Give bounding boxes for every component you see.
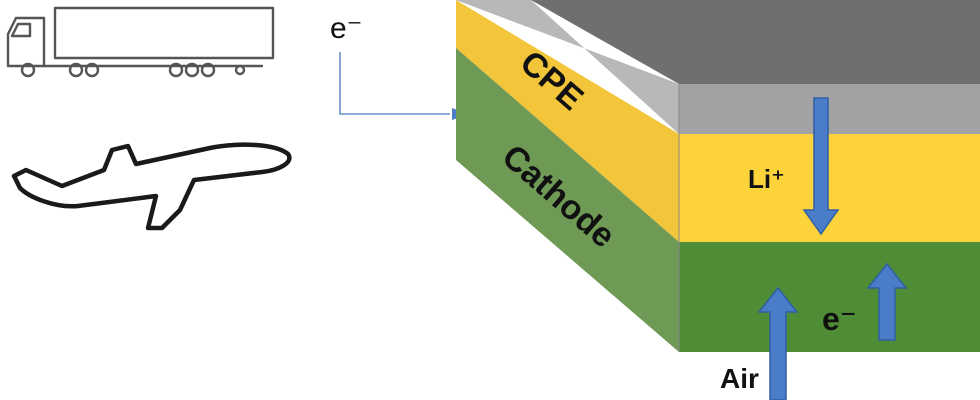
electron-wire: [339, 52, 468, 120]
lithium-ion-label: Li⁺: [748, 164, 785, 194]
cathode-front-face: [679, 242, 980, 352]
anode-front-face: [679, 84, 980, 134]
anode-top-face: [531, 0, 980, 84]
air-label: Air: [720, 363, 759, 394]
truck-icon: [6, 6, 275, 78]
bottom-electron-label: e⁻: [822, 301, 857, 337]
top-electron-label: e⁻: [330, 12, 363, 45]
lithium-ion-arrow: [802, 97, 840, 236]
battery-block: [456, 0, 980, 352]
cpe-front-face: [679, 134, 980, 242]
cathode-side-face: [456, 48, 679, 352]
airplane-icon: [11, 142, 292, 231]
electron-up-arrow: [866, 262, 908, 341]
cpe-side-face: [456, 0, 679, 242]
air-inlet-arrow: [757, 286, 799, 400]
